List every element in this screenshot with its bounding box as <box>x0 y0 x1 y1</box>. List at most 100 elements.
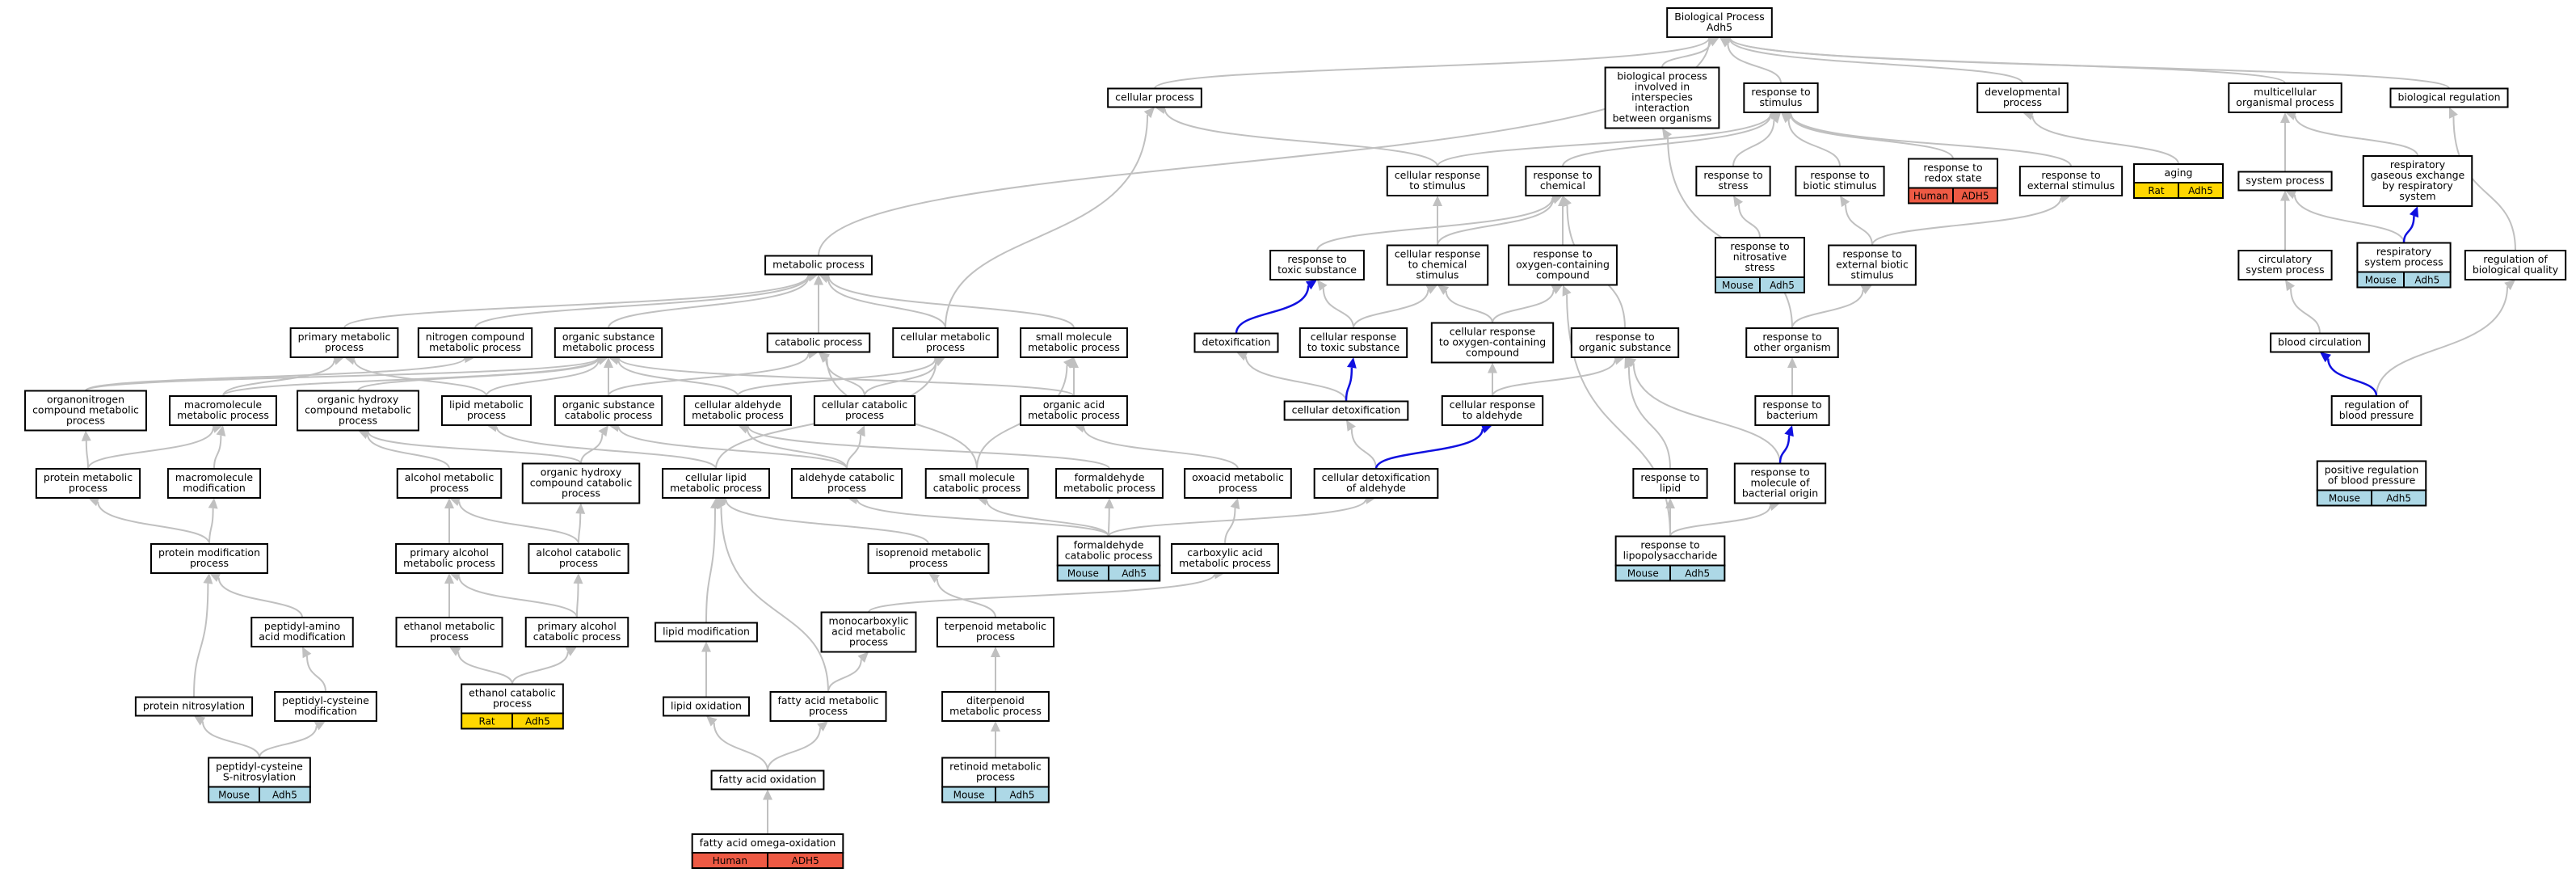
term-node-cellular-process[interactable]: cellular process <box>1107 87 1202 108</box>
is-a-edge <box>827 659 862 693</box>
term-node-biological-regulation[interactable]: biological regulation <box>2389 87 2509 108</box>
term-label-line: regulation of <box>2483 253 2548 265</box>
gene-label: ADH5 <box>1961 191 1989 202</box>
term-node-detoxification[interactable]: detoxification <box>1193 332 1279 353</box>
term-node-lipid-modification[interactable]: lipid modification <box>655 622 758 643</box>
arrowhead <box>991 721 1000 732</box>
term-node-protein-nitrosylation[interactable]: protein nitrosylation <box>134 696 254 717</box>
regulates-edge <box>1374 428 1484 470</box>
term-node-system-process[interactable]: system process <box>2237 171 2333 192</box>
term-node-cellular-detoxification[interactable]: cellular detoxification <box>1283 400 1409 421</box>
term-node-fatty-acid-oxidation[interactable]: fatty acid oxidation <box>710 769 825 791</box>
term-label-line: to toxic substance <box>1307 341 1400 353</box>
term-box <box>813 395 916 426</box>
term-box <box>2237 171 2333 192</box>
term-node-catabolic-process[interactable]: catabolic process <box>766 332 871 353</box>
term-node-metabolic-process[interactable]: metabolic process <box>764 255 873 276</box>
term-node-blood-circulation[interactable]: blood circulation <box>2270 332 2370 353</box>
term-label-line: external biotic <box>1836 259 1909 271</box>
term-node-lipid-oxidation[interactable]: lipid oxidation <box>663 696 750 717</box>
term-label-line: response to <box>1751 86 1810 98</box>
arrowhead <box>302 647 312 659</box>
arrowhead <box>208 498 218 509</box>
term-box <box>1754 395 1830 426</box>
term-label-line: catabolic process <box>933 482 1021 494</box>
arrowhead <box>598 425 608 437</box>
